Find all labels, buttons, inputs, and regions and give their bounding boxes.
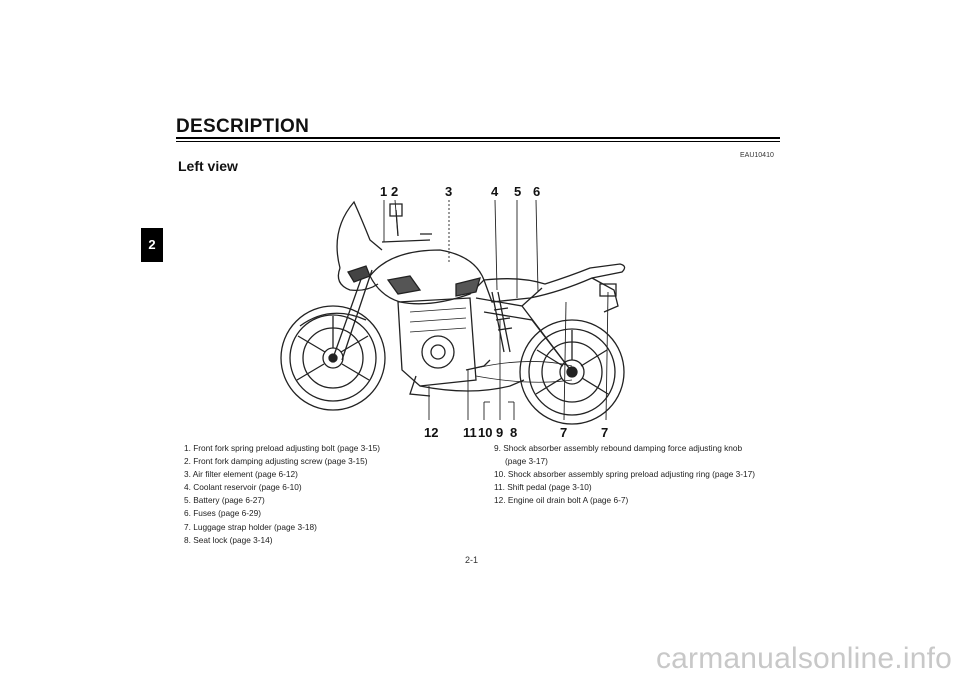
legend-item-9-cont: (page 3-17) bbox=[505, 456, 548, 467]
legend-item-3: 3. Air filter element (page 6-12) bbox=[184, 469, 298, 480]
title-rule-thin bbox=[176, 141, 780, 142]
callout-4: 4 bbox=[491, 184, 499, 199]
callout-7b: 7 bbox=[601, 425, 608, 440]
legend-item-5: 5. Battery (page 6-27) bbox=[184, 495, 265, 506]
legend-left: 1. Front fork spring preload adjusting b… bbox=[184, 442, 484, 547]
callout-12: 12 bbox=[424, 425, 438, 440]
legend-item-11: 11. Shift pedal (page 3-10) bbox=[494, 482, 592, 493]
watermark[interactable]: carmanualsonline.info bbox=[655, 642, 952, 675]
legend-item-4: 4. Coolant reservoir (page 6-10) bbox=[184, 482, 302, 493]
title-rule bbox=[176, 137, 780, 139]
page-title: DESCRIPTION bbox=[176, 116, 310, 137]
legend-item-2: 2. Front fork damping adjusting screw (p… bbox=[184, 456, 368, 467]
motorcycle-illustration bbox=[280, 200, 626, 425]
legend-item-6: 6. Fuses (page 6-29) bbox=[184, 508, 262, 519]
legend-item-1: 1. Front fork spring preload adjusting b… bbox=[184, 443, 381, 453]
legend-item-10: 10. Shock absorber assembly spring prelo… bbox=[494, 469, 756, 480]
chapter-tab: 2 bbox=[141, 228, 163, 262]
page-number: 2-1 bbox=[465, 555, 479, 565]
legend-right: 9. Shock absorber assembly rebound dampi… bbox=[494, 442, 794, 507]
callout-7a: 7 bbox=[560, 425, 567, 440]
motorcycle-diagram: 1 2 3 4 5 6 12 11 10 9 8 7 7 bbox=[280, 184, 626, 440]
legend-item-8: 8. Seat lock (page 3-14) bbox=[184, 534, 273, 545]
callout-1: 1 bbox=[380, 184, 387, 199]
callout-11: 11 bbox=[463, 425, 477, 440]
callout-10: 10 bbox=[478, 425, 492, 440]
callout-9: 9 bbox=[496, 425, 503, 440]
callout-6: 6 bbox=[533, 184, 540, 199]
legend-item-7: 7. Luggage strap holder (page 3-18) bbox=[184, 521, 317, 532]
legend-item-9: 9. Shock absorber assembly rebound dampi… bbox=[494, 443, 743, 453]
callout-2: 2 bbox=[391, 184, 398, 199]
section-title: Left view bbox=[178, 158, 238, 174]
legend-item-12: 12. Engine oil drain bolt A (page 6-7) bbox=[494, 495, 629, 506]
section-code: EAU10410 bbox=[740, 152, 774, 159]
callout-8: 8 bbox=[510, 425, 517, 440]
callout-3: 3 bbox=[445, 184, 452, 199]
callout-5: 5 bbox=[514, 184, 521, 199]
